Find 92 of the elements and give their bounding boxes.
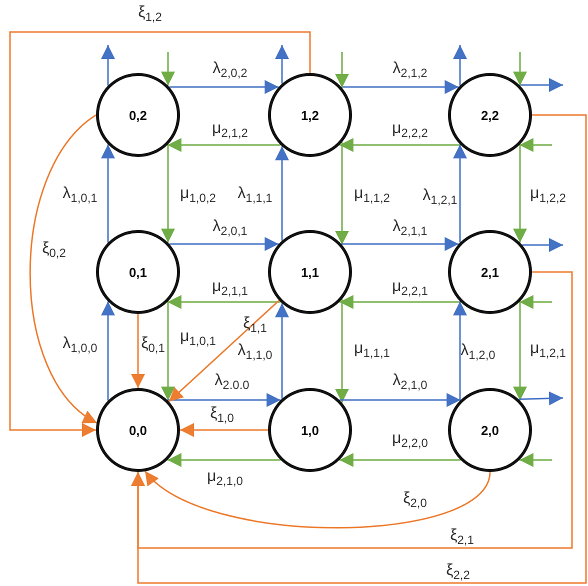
state-circle (96, 73, 180, 157)
edge-label: μ$_{2,1,0}$ (207, 469, 243, 487)
arrow (453, 301, 467, 401)
arrow (341, 237, 459, 251)
edge-label: λ$_{1,1,0}$ (238, 343, 272, 361)
arrow (453, 45, 467, 86)
arrow (513, 144, 527, 243)
edge-label: ξ$_{2,0}$ (403, 491, 427, 509)
state-label: 2,1 (480, 264, 500, 280)
arrow (144, 470, 491, 528)
edge-label: ξ$_{1,0}$ (210, 406, 234, 424)
edge-label: μ$_{1,0,1}$ (180, 329, 216, 347)
arrow (167, 295, 281, 309)
edge-label: λ$_{1,0,0}$ (62, 336, 98, 354)
state-label: 1,0 (300, 422, 320, 438)
arrow (161, 52, 175, 86)
edge-label: λ$_{1,1,1}$ (238, 186, 272, 204)
state-circle (268, 230, 352, 314)
arrow (519, 138, 552, 152)
state-label: 1,1 (300, 264, 320, 280)
arrow (335, 299, 349, 403)
arrow (101, 144, 115, 243)
edge-label: ξ$_{2,1}$ (450, 528, 474, 546)
arrow (168, 300, 280, 402)
arrow (513, 52, 527, 86)
edge-label: λ$_{2,0,1}$ (212, 219, 248, 237)
arrow (101, 301, 115, 401)
edge-label: ξ$_{1,1}$ (243, 316, 267, 334)
state-circle (268, 73, 352, 157)
edge-label: μ$_{1,0,2}$ (180, 186, 216, 204)
edge-label: λ$_{2,1,0}$ (392, 373, 428, 391)
arrow (101, 45, 115, 86)
arrow (519, 453, 552, 467)
state-circle (268, 388, 352, 472)
arrow (519, 295, 552, 309)
arrow (341, 80, 459, 94)
arrow (180, 423, 268, 437)
state-label: 0,2 (128, 108, 148, 122)
edge-label: μ$_{1,1,1}$ (354, 341, 390, 359)
edge-label: λ$_{2,0,2}$ (212, 61, 248, 79)
edge-label: μ$_{2,2,0}$ (392, 431, 428, 449)
edge-label: μ$_{2,2,1}$ (392, 279, 428, 297)
edge-label: μ$_{2,1,2}$ (212, 121, 248, 139)
state-circle (448, 230, 532, 314)
arrow (275, 146, 289, 241)
arrow (275, 303, 289, 399)
arrow (339, 138, 461, 152)
arrow (518, 391, 564, 406)
arrow (167, 393, 281, 407)
edge-label: μ$_{1,2,1}$ (530, 341, 566, 359)
state-label: 0,1 (128, 264, 148, 280)
edge-label: ξ$_{2,2}$ (446, 563, 470, 581)
arrow (339, 453, 461, 467)
state-circle (448, 388, 532, 472)
arrow (161, 144, 175, 243)
arrow (335, 142, 349, 245)
arrow (161, 301, 175, 401)
state-circle (448, 73, 532, 157)
edge-label: ξ$_{0,2}$ (42, 241, 66, 259)
arrow (335, 52, 349, 88)
arrow (453, 144, 467, 243)
arrow (519, 78, 563, 92)
arrow (169, 80, 279, 94)
arrow (131, 314, 145, 388)
arrow (167, 453, 281, 467)
edge-label: λ$_{1,0,1}$ (62, 186, 98, 204)
edge-label: λ$_{1,2,1}$ (422, 188, 458, 206)
arrow (513, 301, 527, 401)
arrow (169, 237, 279, 251)
state-label: 2,2 (480, 108, 500, 122)
state-label: 0,0 (128, 422, 148, 438)
edge-label: λ$_{1,2,0}$ (460, 343, 496, 361)
edge-label: λ$_{2.0.0}$ (214, 373, 250, 391)
arrow (339, 295, 461, 309)
arrow (167, 138, 281, 152)
edge-label: λ$_{2,1,1}$ (392, 219, 428, 237)
arrow (275, 45, 289, 84)
edge-label: ξ$_{1,2}$ (138, 5, 162, 23)
edge-label: λ$_{2,1,2}$ (392, 61, 428, 79)
edge-label: μ$_{2,2,2}$ (392, 121, 428, 139)
edge-label: ξ$_{0,1}$ (141, 336, 165, 354)
state-label: 1,2 (300, 108, 320, 122)
arrow (339, 393, 461, 407)
arrow (522, 238, 563, 252)
edge-label: μ$_{2,1,1}$ (212, 279, 248, 297)
state-label: 2,0 (480, 422, 500, 438)
state-circle (96, 230, 180, 314)
arrow (9, 31, 311, 437)
arrow (29, 114, 98, 424)
edge-label: μ$_{1,1,2}$ (354, 186, 390, 204)
arrow (131, 114, 587, 584)
edge-label: μ$_{1,2,2}$ (530, 186, 566, 204)
